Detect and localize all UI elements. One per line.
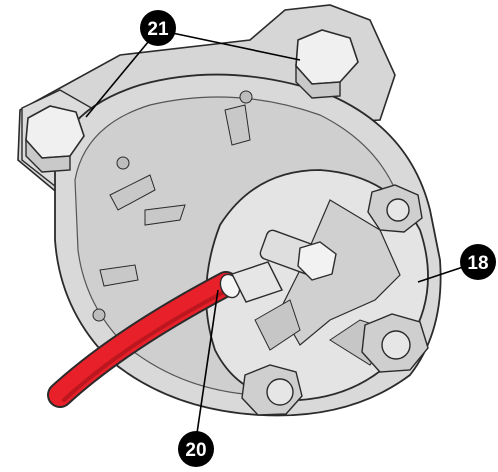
hex-nut-icon xyxy=(361,313,429,373)
callout-label: 18 xyxy=(467,253,488,274)
callout-18: 18 xyxy=(460,244,496,280)
hex-bolt-icon xyxy=(25,105,85,173)
hex-nut-icon xyxy=(367,184,423,233)
callout-label: 21 xyxy=(147,19,169,40)
callout-label: 20 xyxy=(185,440,206,461)
housing-tabs xyxy=(99,104,251,287)
callout-20: 20 xyxy=(178,431,214,467)
cable-icon xyxy=(47,261,283,408)
hex-bolt-icon xyxy=(295,29,359,99)
callout-21: 21 xyxy=(140,10,176,46)
end-cover-ribs xyxy=(279,199,401,346)
rim-screws xyxy=(92,90,253,322)
hex-nut-icon xyxy=(241,364,303,416)
terminal-stud xyxy=(259,229,337,281)
